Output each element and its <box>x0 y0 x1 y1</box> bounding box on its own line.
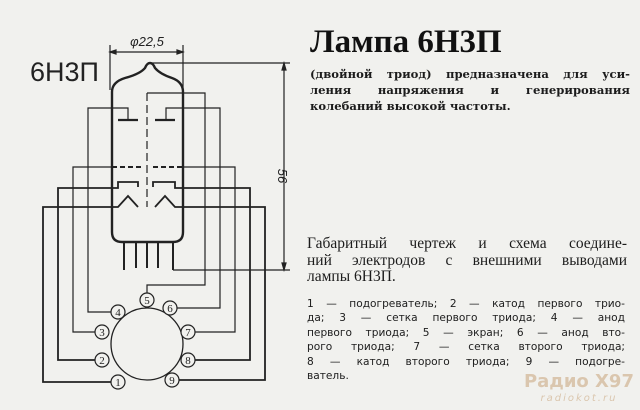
heaters <box>42 194 266 383</box>
pin-8-label: 8 <box>185 355 191 367</box>
intro-line: колебаний высокой частоты. <box>310 99 511 113</box>
diameter-dimension <box>108 45 185 90</box>
pin-2-label: 2 <box>99 355 105 367</box>
tube-pins <box>123 242 174 270</box>
pin-7-label: 7 <box>185 327 191 339</box>
watermark-logo: Радио X97 <box>523 371 634 392</box>
pin-6-label: 6 <box>167 303 173 315</box>
tube-diagram: 1 2 3 4 5 6 7 8 9 φ22,5 56 <box>42 34 290 390</box>
intro-line: ления напряжения и генерирования <box>310 83 630 97</box>
legend-line: 1 — подогреватель; 2 — катод первого три… <box>307 298 625 310</box>
pin-1-label: 1 <box>115 377 121 389</box>
diameter-label: φ22,5 <box>130 34 165 49</box>
caption-line: лампы 6Н3П. <box>307 268 396 285</box>
legend-line: ватель. <box>307 370 349 383</box>
pin-5-label: 5 <box>144 295 150 307</box>
socket-base <box>110 307 184 381</box>
caption-line: ний электродов с внешними выводами <box>307 251 627 269</box>
cathodes <box>57 181 251 361</box>
page-title: Лампа 6Н3П <box>310 24 502 60</box>
tube-type-label: 6Н3П <box>30 57 99 87</box>
height-dimension <box>152 60 290 273</box>
socket-pins <box>94 292 196 390</box>
figure-caption: Габаритный чертеж и схема соедине- ний э… <box>307 235 627 286</box>
legend-line: 8 — катод второго триода; 9 — подогре- <box>307 355 625 368</box>
watermark-site: radiokot.ru <box>540 393 618 404</box>
tube-envelope <box>110 61 185 244</box>
pin-9-label: 9 <box>169 375 175 387</box>
caption-line: Габаритный чертеж и схема соедине- <box>307 235 627 252</box>
legend-line: первого триода; 5 — экран; 6 — анод вто- <box>307 326 625 339</box>
legend-line: рого триода; 7 — сетка второго триода; <box>307 341 625 354</box>
pin-3-label: 3 <box>99 327 105 339</box>
legend-line: да; 3 — сетка первого триода; 4 — анод <box>307 312 625 325</box>
watermark: Радио X97 radiokot.ru <box>524 372 634 405</box>
pin-legend: 1 — подогреватель; 2 — катод первого три… <box>307 297 625 383</box>
height-label: 56 <box>275 169 290 184</box>
intro-line: (двойной триод) предназначена для уси- <box>310 67 630 81</box>
screen <box>146 92 206 293</box>
anodes <box>87 107 221 313</box>
intro-paragraph: (двойной триод) предназначена для уси- л… <box>310 66 630 114</box>
grids <box>72 166 236 333</box>
pin-4-label: 4 <box>115 307 121 319</box>
